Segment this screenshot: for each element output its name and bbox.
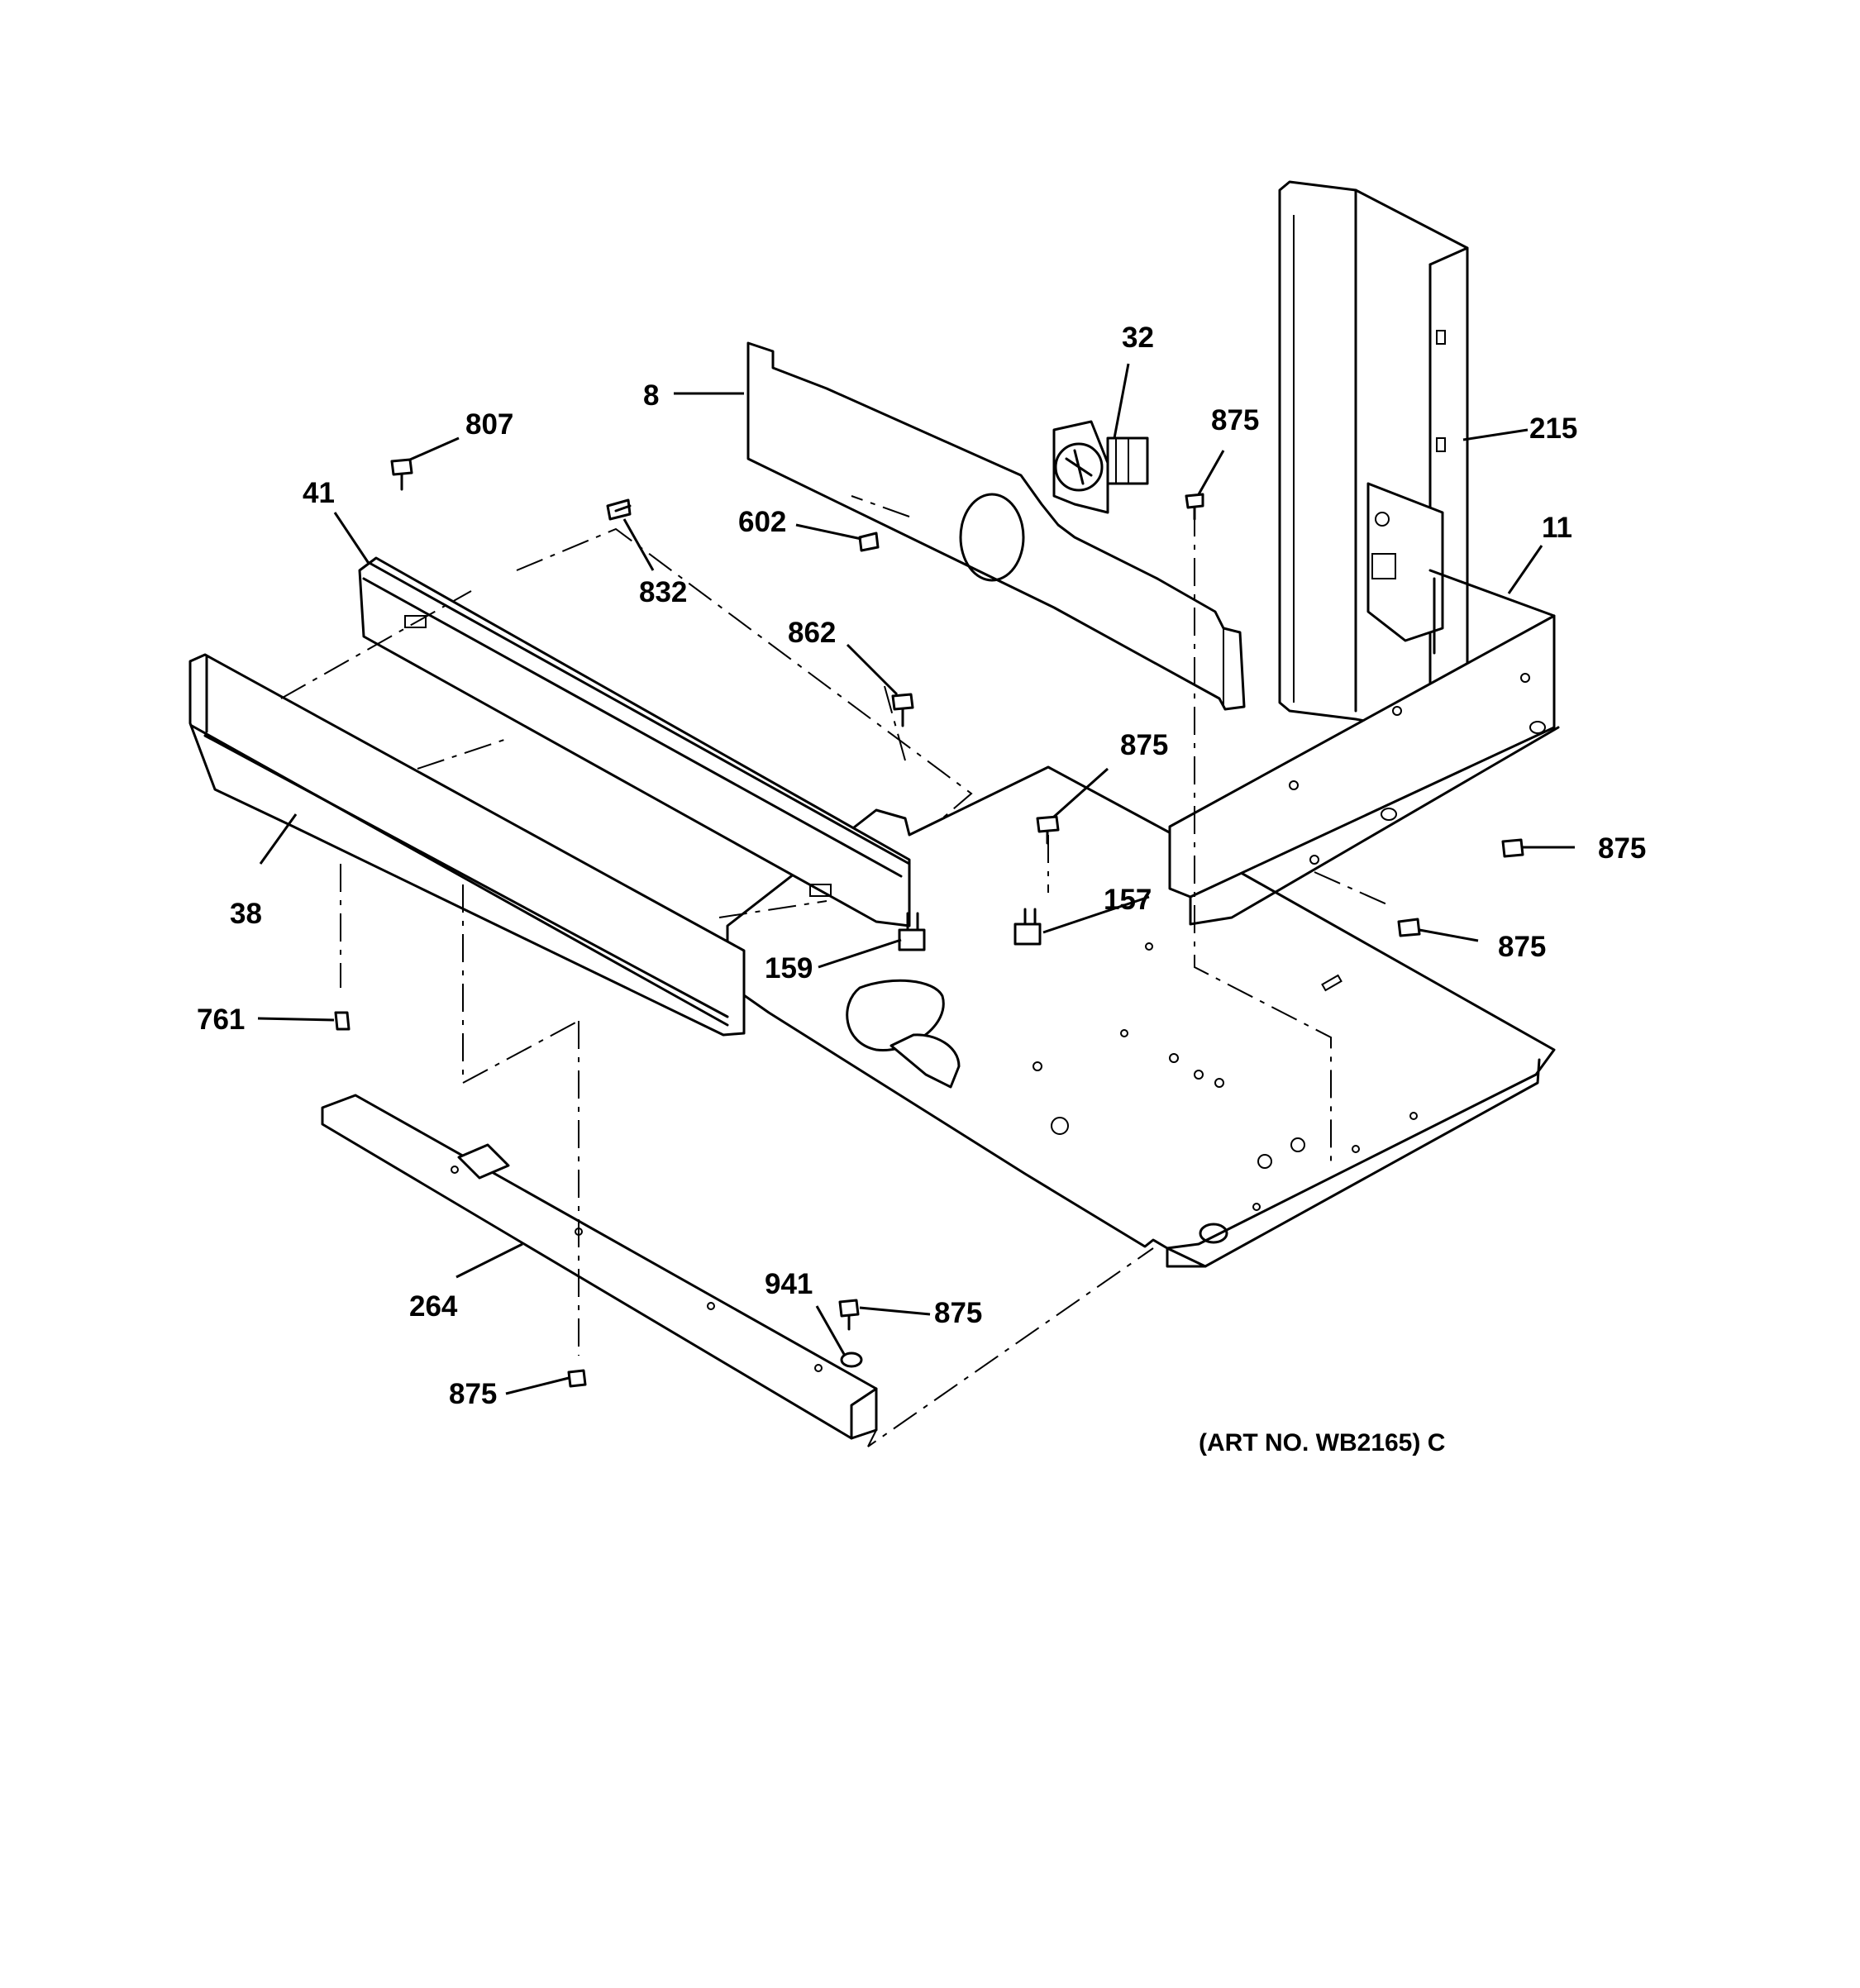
- callout-215: 215: [1529, 412, 1577, 445]
- callout-875-b2: 875: [449, 1378, 497, 1410]
- callout-875-mid: 875: [1120, 729, 1168, 761]
- callout-875-right2: 875: [1498, 931, 1546, 963]
- callout-761: 761: [197, 1004, 245, 1036]
- callout-602: 602: [738, 506, 786, 538]
- part-38-trim-panel: [188, 653, 746, 1037]
- fastener-761: [334, 1011, 351, 1031]
- fastener-862: [891, 693, 914, 727]
- fastener-875-b1: [838, 1299, 860, 1331]
- callout-832: 832: [639, 576, 687, 608]
- fastener-602: [858, 532, 880, 552]
- fastener-832: [606, 498, 632, 521]
- leader-lines: [257, 363, 1575, 1395]
- callout-875-b1: 875: [934, 1297, 982, 1329]
- callout-11: 11: [1542, 512, 1572, 544]
- art-number: (ART NO. WB2165) C: [1199, 1429, 1445, 1456]
- callout-875-right: 875: [1598, 832, 1646, 865]
- fastener-875-right2: [1397, 918, 1421, 937]
- callouts: 8 32 875 215 11 807 41 602 832 862 875 8…: [197, 322, 1646, 1410]
- callout-159: 159: [765, 952, 813, 984]
- callout-264: 264: [409, 1290, 458, 1323]
- callout-875-top: 875: [1211, 404, 1259, 436]
- fastener-875-top: [1185, 493, 1204, 521]
- callout-38: 38: [230, 898, 262, 930]
- callout-941: 941: [765, 1268, 813, 1300]
- callout-41: 41: [303, 477, 335, 509]
- part-264-bottom-rail: [321, 1094, 878, 1440]
- callout-8: 8: [643, 379, 659, 412]
- callout-157: 157: [1104, 884, 1152, 916]
- bottom-pan: [726, 765, 1556, 1268]
- part-157-thermostat: [1013, 908, 1042, 946]
- part-32-fan: [1052, 420, 1149, 514]
- assembly-lines: [280, 495, 1390, 1447]
- fastener-875-right: [1501, 838, 1524, 858]
- part-41-upper-rail: [358, 556, 911, 927]
- callout-32: 32: [1122, 322, 1154, 354]
- part-8-baffle-plate: [746, 341, 1246, 711]
- fastener-807: [390, 458, 413, 491]
- callout-862: 862: [788, 617, 836, 649]
- part-215-back-column: [1278, 180, 1469, 746]
- part-11-angle-rail: [1168, 569, 1560, 926]
- fastener-875-mid: [1036, 815, 1060, 845]
- fastener-941-washer: [840, 1352, 863, 1368]
- fastener-875-b2: [567, 1369, 587, 1388]
- callout-807: 807: [465, 408, 513, 441]
